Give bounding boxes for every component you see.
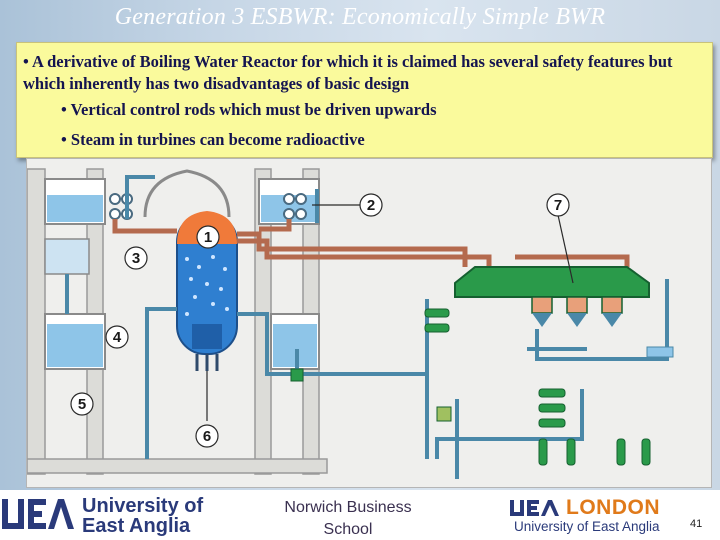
bullet-sub-steam: • Steam in turbines can become radioacti…	[61, 130, 365, 149]
callout-leaders	[206, 204, 574, 421]
uea-name: University of East Anglia	[82, 496, 203, 536]
callout-6: 6	[203, 428, 211, 445]
callout-3: 3	[132, 250, 140, 267]
callout-1: 1	[204, 229, 212, 246]
callout-7: 7	[554, 197, 562, 214]
callout-labels: 1 2 3 4 5 6 7	[78, 197, 562, 445]
turbine	[454, 266, 650, 327]
uea-name-line2: East Anglia	[82, 515, 191, 537]
pumps-heaters	[290, 308, 674, 466]
london-word: LONDON	[566, 496, 660, 519]
callout-circles	[70, 193, 570, 448]
page-number: 41	[690, 518, 703, 530]
london-subtitle: University of East Anglia	[514, 519, 660, 534]
footer	[0, 490, 720, 540]
callout-2: 2	[367, 197, 375, 214]
water-lines	[65, 175, 669, 479]
steam-lines	[112, 219, 630, 267]
school-line1: Norwich Business	[284, 499, 412, 516]
esbwr-schematic: 1 2 3 4 5 6 7	[27, 168, 674, 479]
school-name: Norwich Business School	[258, 497, 438, 540]
callout-4: 4	[113, 329, 122, 346]
pools	[44, 178, 320, 370]
uea-name-line1: University of	[82, 495, 204, 517]
esbwr-diagram: 1 2 3 4 5 6 7	[26, 158, 712, 488]
school-line2: School	[323, 521, 373, 538]
bullet-box: • A derivative of Boiling Water Reactor …	[16, 42, 713, 158]
callout-5: 5	[78, 396, 86, 413]
slide-title: Generation 3 ESBWR: Economically Simple …	[114, 4, 606, 30]
uea-logo-icon	[2, 499, 74, 529]
uea-london-logo-icon	[510, 500, 559, 516]
bullet-sub-control-rods: • Vertical control rods which must be dr…	[61, 100, 437, 119]
bullet-main: • A derivative of Boiling Water Reactor …	[23, 52, 673, 93]
